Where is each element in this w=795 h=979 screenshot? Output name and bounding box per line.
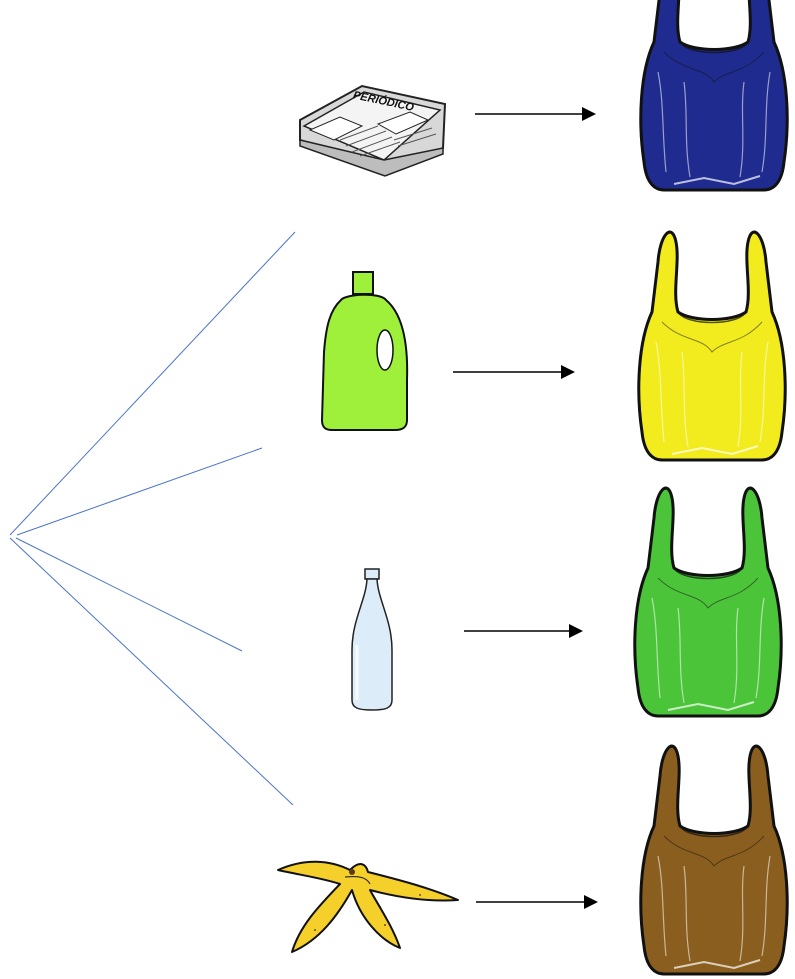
detergent-bottle-icon [322,272,407,430]
bag-brown-icon [641,746,787,974]
arrows [453,107,598,909]
branch-line-4 [10,538,293,805]
bag-yellow-icon [639,232,785,460]
arrow-1 [475,107,596,121]
arrow-3 [464,624,583,638]
branch-line-1 [10,232,295,535]
branch-lines [10,232,295,805]
newspaper-icon: PERIÓDICO [300,86,445,176]
glass-bottle-icon [352,569,392,710]
branch-line-3 [16,538,242,651]
branch-line-2 [17,448,262,535]
banana-peel-icon [278,862,458,952]
arrow-4 [476,895,598,909]
arrow-2 [453,365,575,379]
bag-blue-icon [641,0,787,190]
bag-green-icon [635,488,781,716]
